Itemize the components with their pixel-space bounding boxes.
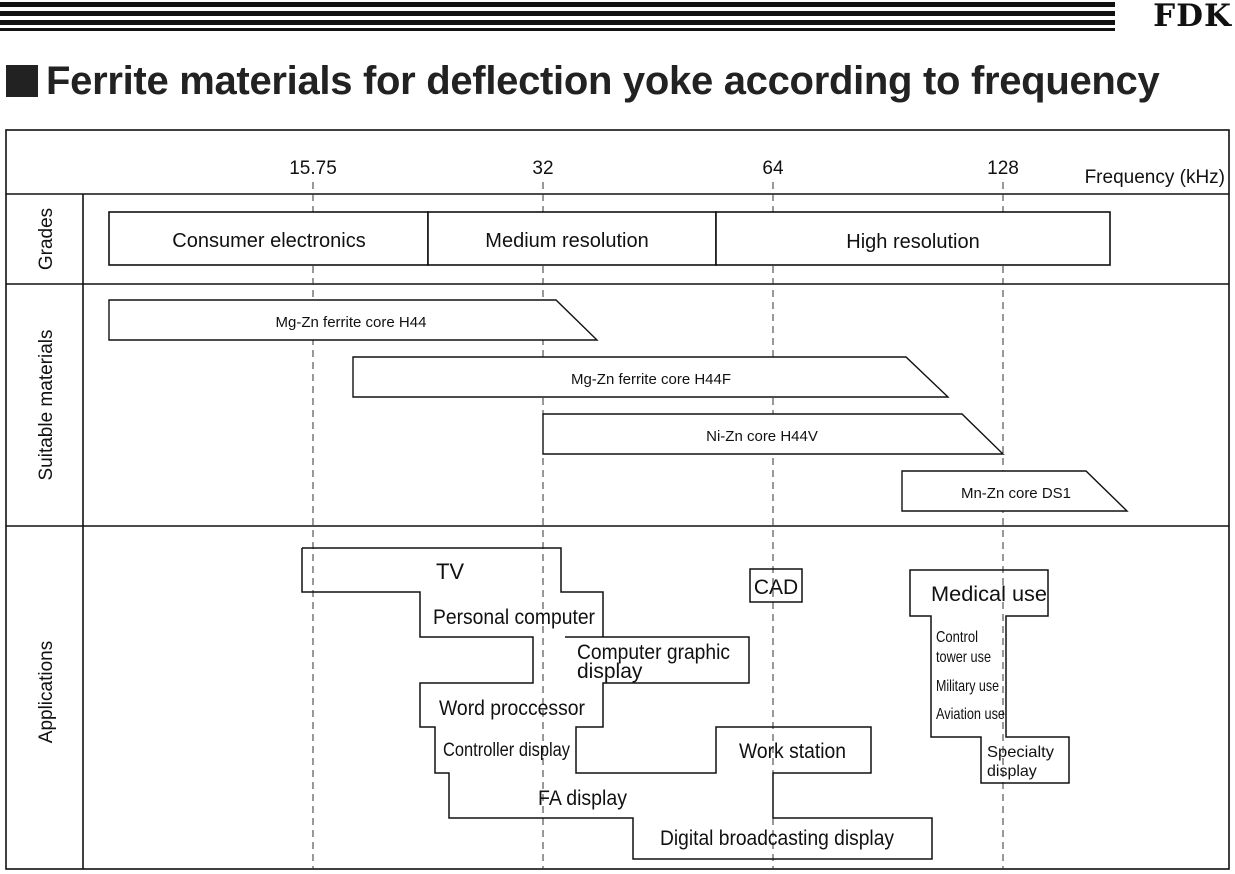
tv-pc-outline (302, 547, 604, 637)
app-specialty-line2: display (987, 763, 1037, 780)
material-h44f-label: Mg-Zn ferrite core H44F (571, 371, 731, 388)
app-tv: TV (436, 559, 464, 584)
material-bars (108, 299, 1129, 512)
staircase-outline (301, 548, 933, 860)
page-title: Ferrite materials for deflection yoke ac… (46, 58, 1160, 103)
axis-label: Frequency (kHz) (1085, 167, 1225, 188)
header-stripes (0, 0, 1115, 32)
app-controller-display: Controller display (443, 740, 570, 761)
cad-box (749, 568, 803, 603)
app-fa-display: FA display (538, 787, 627, 810)
app-cg-display-line2: display (577, 660, 643, 683)
material-ds1-label: Mn-Zn core DS1 (961, 485, 1071, 502)
app-personal-computer: Personal computer (433, 606, 595, 629)
app-specialty-line1: Specialty (987, 744, 1054, 761)
row-label-applications: Applications (36, 641, 57, 743)
app-control-tower-line2: tower use (936, 649, 991, 666)
applications-outlines (301, 547, 1070, 860)
material-h44-label: Mg-Zn ferrite core H44 (276, 314, 427, 331)
fdk-logo: FDK (1153, 0, 1232, 34)
app-cad: CAD (754, 576, 798, 599)
frequency-gridlines (312, 182, 1004, 869)
material-h44f (352, 356, 950, 398)
material-h44 (108, 299, 599, 341)
title-block: Ferrite materials for deflection yoke ac… (6, 58, 1160, 104)
tick-32: 32 (532, 158, 553, 179)
grade-medium: Medium resolution (485, 230, 648, 252)
app-medical-use: Medical use (931, 583, 1047, 606)
row-label-grades: Grades (36, 208, 57, 270)
app-digital-broadcasting: Digital broadcasting display (660, 827, 894, 850)
app-word-processor: Word proccessor (439, 697, 585, 720)
app-control-tower-line1: Control (936, 629, 978, 646)
medical-outline (909, 569, 1070, 784)
material-h44v (542, 413, 1005, 455)
app-aviation-use: Aviation use (936, 706, 1005, 723)
app-military-use: Military use (936, 678, 999, 695)
square-bullet-icon (6, 65, 38, 97)
grade-high: High resolution (846, 231, 979, 253)
tick-64: 64 (762, 158, 784, 179)
material-ds1 (901, 470, 1129, 512)
tick-128: 128 (987, 158, 1019, 179)
tick-15-75: 15.75 (289, 158, 337, 179)
grades-boxes (108, 211, 1111, 266)
row-label-materials: Suitable materials (36, 329, 57, 480)
grade-consumer: Consumer electronics (172, 230, 365, 252)
app-cg-display-line1: Computer graphic (577, 641, 730, 664)
material-h44v-label: Ni-Zn core H44V (706, 428, 818, 445)
app-work-station: Work station (739, 740, 846, 763)
diagram-frame (5, 129, 1230, 870)
